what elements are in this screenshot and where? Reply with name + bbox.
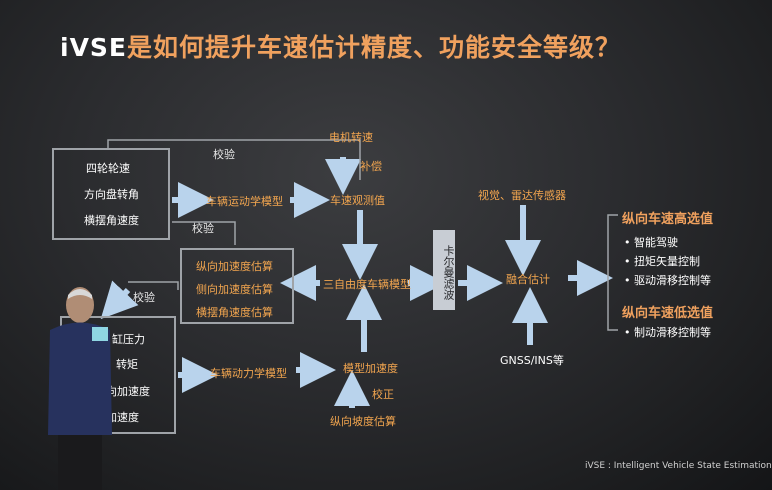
- high-select-item: 扭矩矢量控制: [624, 253, 700, 269]
- input-accel-2: 加速度: [106, 411, 139, 424]
- estimates-box: [180, 248, 294, 324]
- high-select-heading: 纵向车速高选值: [622, 212, 714, 227]
- low-select-item: 制动滑移控制等: [624, 324, 711, 340]
- vision-radar-sensors: 视觉、雷达传感器: [478, 189, 566, 202]
- input-brake-pressure: 缸压力: [112, 333, 145, 346]
- low-select-heading: 纵向车速低选值: [622, 306, 714, 321]
- high-select-item: 智能驾驶: [624, 234, 678, 250]
- model-acceleration: 模型加速度: [343, 362, 398, 375]
- fusion-estimate: 融合估计: [506, 273, 550, 286]
- motor-speed: 电机转速: [329, 131, 373, 144]
- footer-note: iVSE : Intelligent Vehicle State Estimat…: [585, 461, 772, 471]
- estimate-yaw-rate: 横摆角速度估算: [196, 306, 273, 319]
- input-accel: 向加速度: [106, 385, 150, 398]
- input-steering-angle: 方向盘转角: [84, 188, 139, 201]
- input-yaw-rate: 横摆角速度: [84, 214, 139, 227]
- label-check-mid: 校验: [192, 222, 214, 235]
- estimate-long-accel: 纵向加速度估算: [196, 260, 273, 273]
- slide-title: iVSE是如何提升车速估计精度、功能安全等级？: [60, 28, 621, 64]
- title-rest: 是如何提升车速估计精度、功能安全等级？: [127, 33, 622, 62]
- label-check-bottom: 校验: [133, 291, 155, 304]
- label-check-top: 校验: [213, 148, 235, 161]
- kinematic-model: 车辆运动学模型: [206, 195, 283, 208]
- dynamic-model: 车辆动力学模型: [210, 367, 287, 380]
- presenter-figure: [48, 287, 112, 490]
- input-torque: 转矩: [116, 358, 138, 371]
- input-wheel-speed: 四轮轮速: [86, 162, 130, 175]
- estimate-lat-accel: 侧向加速度估算: [196, 283, 273, 296]
- grade-estimate: 纵向坡度估算: [330, 415, 396, 428]
- gnss-ins: GNSS/INS等: [500, 354, 564, 367]
- high-select-item: 驱动滑移控制等: [624, 272, 711, 288]
- three-dof-model: 三自由度车辆模型: [323, 278, 411, 291]
- sensor-input-box-top: [52, 148, 170, 240]
- correction: 校正: [372, 388, 394, 401]
- title-lead: iVSE: [60, 33, 128, 62]
- kalman-filter: 卡尔曼滤波: [433, 230, 455, 310]
- compensation: 补偿: [360, 160, 382, 173]
- speed-observation: 车速观测值: [330, 194, 385, 207]
